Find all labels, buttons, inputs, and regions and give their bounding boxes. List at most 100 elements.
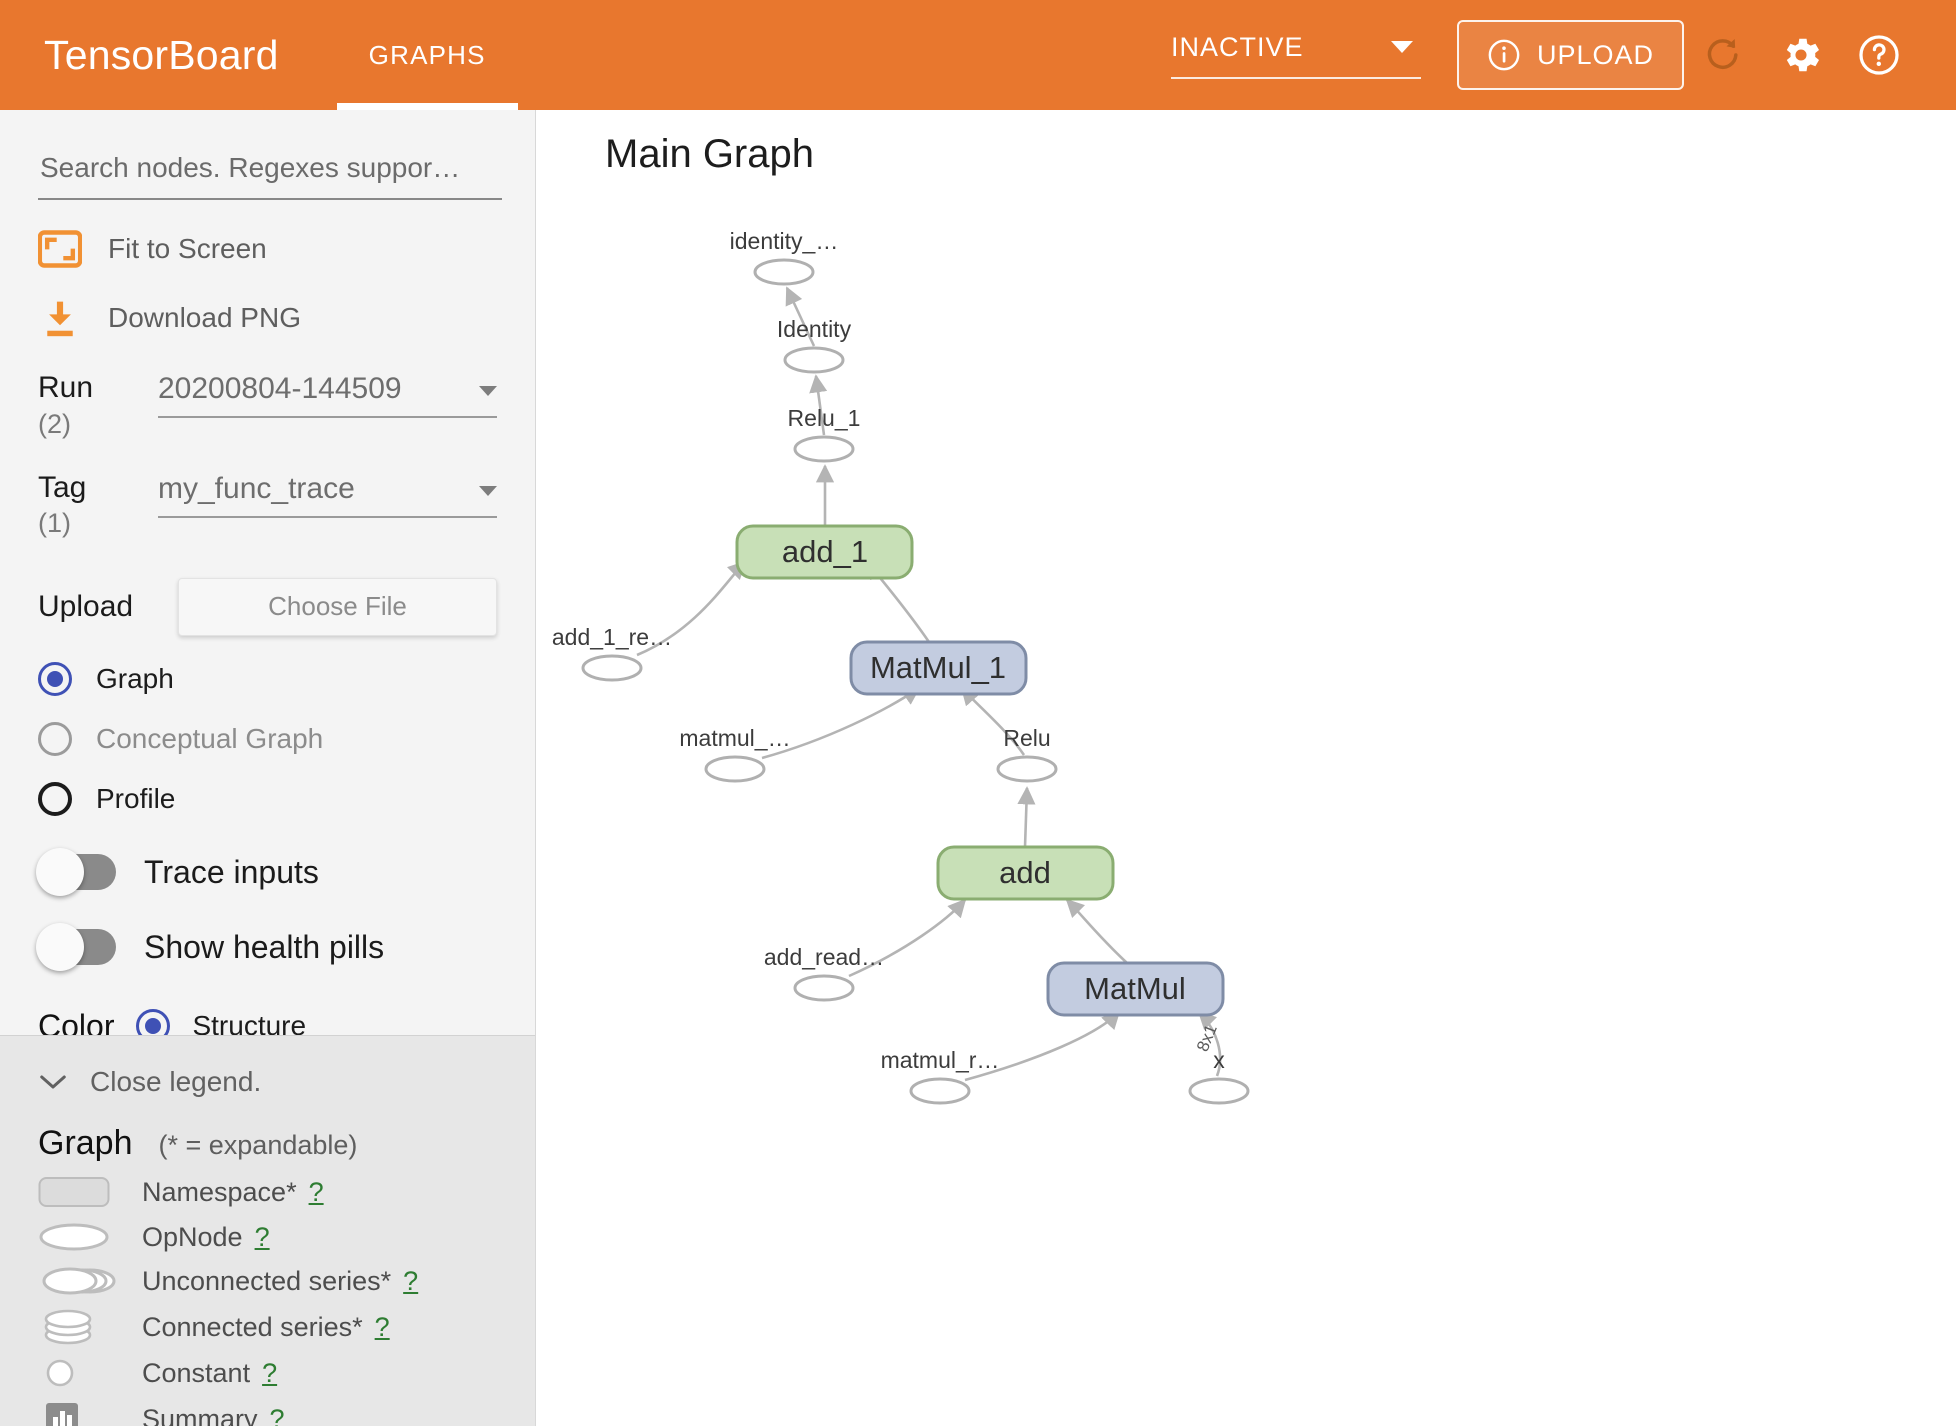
node-identity-out[interactable] [753,258,815,286]
edge-matmul-to-add [1065,898,1128,964]
tab-graphs[interactable]: GRAPHS [336,0,518,110]
legend-panel: Close legend. Graph (* = expandable) Nam… [0,1035,535,1426]
chevron-down-icon [38,1072,68,1092]
toggle-health-pills[interactable]: Show health pills [36,923,497,972]
node-label-matmul: MatMul [1084,971,1186,1006]
node-x[interactable] [1188,1077,1250,1105]
node-relu-1[interactable] [793,435,855,463]
node-matmul-read-1[interactable] [704,755,766,783]
close-legend-button[interactable]: Close legend. [38,1066,497,1098]
legend-item-namespace: Namespace* ? [38,1175,497,1209]
legend-help-constant[interactable]: ? [262,1357,278,1388]
chevron-down-icon [479,485,497,496]
radio-conceptual-graph[interactable]: Conceptual Graph [38,721,497,756]
legend-title: Graph [38,1124,133,1162]
legend-item-connected-series: Connected series* ? [38,1309,497,1345]
app-header: TensorBoard GRAPHS INACTIVE UPLOAD [0,0,1956,110]
node-label-add-1: add_1 [782,534,868,569]
toggle-trace-inputs-control[interactable] [36,848,116,897]
node-label-identity-out: identity_… [730,228,839,254]
node-label-matmul-1: MatMul_1 [870,650,1006,685]
edge-add-to-relu [1017,786,1036,848]
edge-matmulread-to-matmul [964,1010,1121,1082]
radio-profile[interactable]: Profile [38,781,497,816]
toggle-trace-inputs[interactable]: Trace inputs [36,848,497,897]
edge-matmulread1-to-matmul1 [761,686,921,760]
download-png-button[interactable]: Download PNG [38,298,497,338]
tag-label: Tag (1) [38,472,158,538]
graph-svg: identity_… Identity Relu_1 add_1 add_1_r… [552,228,1250,1105]
node-add-1[interactable] [735,524,914,580]
run-count: (2) [38,408,71,439]
legend-label-opnode: OpNode [142,1221,243,1252]
sidebar: Fit to Screen Download PNG Run (2) [0,110,536,1426]
chevron-down-icon [1390,41,1413,53]
edge-identity-to-identity-out [785,286,816,347]
node-label-matmul-read-1: matmul_… [679,725,790,751]
connected-series-icon [38,1309,130,1345]
legend-label-constant: Constant [142,1357,251,1388]
node-add-1-read[interactable] [581,654,643,682]
run-status-dropdown[interactable]: INACTIVE [1170,32,1421,79]
run-dropdown[interactable]: 20200804-144509 [158,372,497,418]
fit-to-screen-button[interactable]: Fit to Screen [38,230,497,268]
legend-note: (* = expandable) [158,1130,358,1160]
legend-help-connected-series[interactable]: ? [374,1311,390,1342]
legend-label-connected-series: Connected series* [142,1311,363,1342]
legend-item-summary: Summary ? [38,1401,497,1426]
node-relu[interactable] [996,755,1058,783]
radio-graph[interactable]: Graph [38,661,497,696]
choose-file-button[interactable]: Choose File [178,577,497,636]
legend-help-namespace[interactable]: ? [308,1176,324,1207]
fit-to-screen-icon [38,230,82,268]
radio-graph-label: Graph [96,662,174,694]
radio-profile-control[interactable] [38,781,72,816]
node-add[interactable] [936,845,1115,901]
node-identity[interactable] [783,346,845,374]
help-icon [1856,32,1902,78]
chevron-down-icon [479,386,497,396]
summary-icon [38,1401,130,1426]
fit-to-screen-label: Fit to Screen [108,233,267,264]
node-label-add-read: add_read… [764,944,884,970]
toggle-health-pills-control[interactable] [36,923,116,972]
upload-label: Upload [38,589,134,623]
upload-button[interactable]: UPLOAD [1456,20,1684,90]
nav-tabs: GRAPHS [336,0,518,110]
legend-item-constant: Constant ? [38,1357,497,1389]
node-add-read[interactable] [793,974,855,1002]
tag-dropdown[interactable]: my_func_trace [158,472,497,518]
tag-value: my_func_trace [158,471,355,505]
node-matmul-1[interactable] [849,640,1028,696]
search-input[interactable] [38,146,502,200]
node-label-add-1-read: add_1_re… [552,624,672,650]
info-icon [1487,38,1521,72]
download-icon [38,298,82,338]
legend-label-unconnected-series: Unconnected series* [142,1265,392,1296]
constant-circle-icon [38,1357,130,1389]
upload-button-label: UPLOAD [1536,39,1654,70]
toggle-health-pills-label: Show health pills [144,928,385,965]
radio-conceptual-graph-control[interactable] [38,721,72,756]
graph-nodes: identity_… Identity Relu_1 add_1 add_1_r… [552,228,1250,1105]
upload-section: Upload Choose File [38,577,497,636]
close-legend-label: Close legend. [90,1066,262,1097]
node-matmul[interactable] [1046,961,1225,1017]
namespace-rect-icon [38,1175,130,1209]
radio-graph-control[interactable] [38,661,72,696]
legend-header: Graph (* = expandable) [38,1124,497,1163]
run-value: 20200804-144509 [158,372,402,405]
graph-canvas[interactable]: Main Graph [537,110,1956,1426]
settings-button[interactable] [1762,16,1840,94]
legend-help-opnode[interactable]: ? [254,1221,270,1252]
node-label-identity: Identity [777,316,852,342]
refresh-button[interactable] [1684,16,1762,94]
legend-help-summary[interactable]: ? [269,1403,285,1426]
edge-x-to-matmul [1197,1010,1222,1077]
legend-help-unconnected-series[interactable]: ? [403,1265,419,1296]
legend-label-summary: Summary [142,1403,258,1426]
node-matmul-read[interactable] [909,1077,971,1105]
gear-icon [1778,32,1824,78]
refresh-icon [1701,33,1745,77]
help-button[interactable] [1840,16,1918,94]
